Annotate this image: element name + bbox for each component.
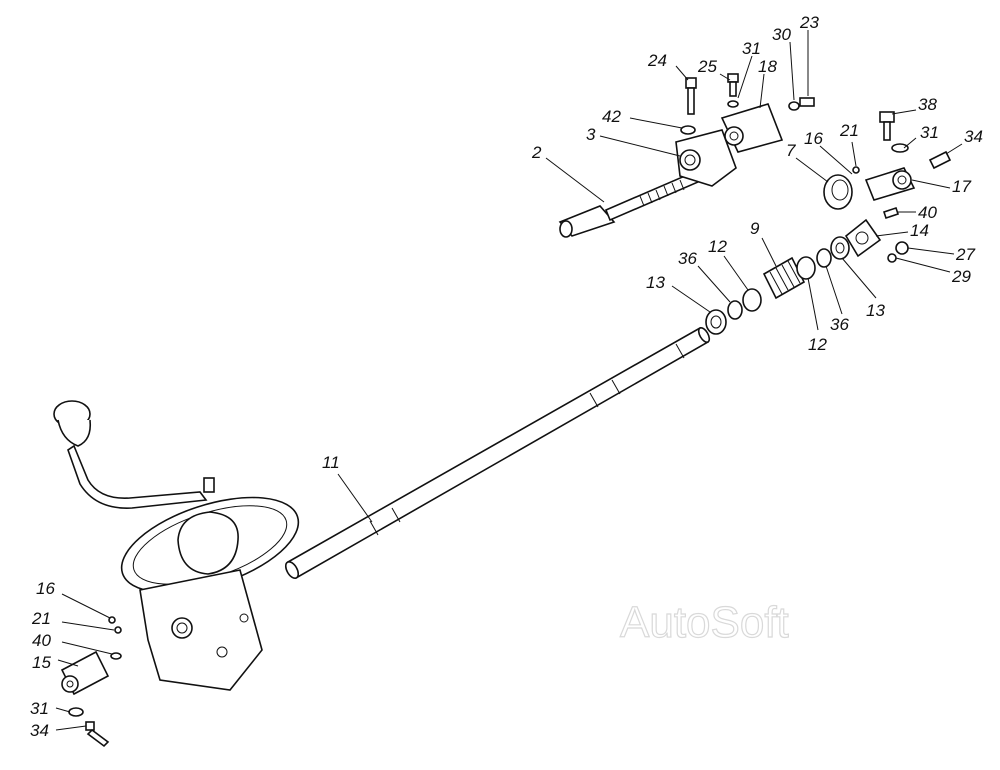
callout-2: 2 [531,143,542,162]
gear-lever-assembly [53,400,300,691]
washer-29 [887,253,897,263]
pin-21-lower [114,626,122,634]
callout-21: 21 [839,121,859,140]
callout-23: 23 [799,13,819,32]
shaft-11 [284,326,711,580]
washer-31-upper [891,143,909,153]
key-40-upper [882,206,900,220]
callout-27: 27 [955,245,975,264]
callout-12: 12 [708,237,727,256]
bushing-12-lower [742,288,762,312]
callout-31: 31 [30,699,49,718]
washer-13-upper [830,236,850,260]
part-17-joint [864,167,916,201]
callout-42: 42 [602,107,621,126]
bolt-23 [788,97,815,111]
callout-13: 13 [866,301,885,320]
callout-34: 34 [964,127,983,146]
part-7-cap [823,174,853,210]
bolt-38 [879,111,895,141]
callout-40: 40 [918,203,937,222]
watermark: AutoSoft [620,598,789,647]
bushing-12-upper [796,256,816,280]
spring-9 [762,256,806,300]
callout-24: 24 [647,51,667,70]
callout-9: 9 [750,219,760,238]
callout-18: 18 [758,57,777,76]
callout-36: 36 [678,249,697,268]
callout-7: 7 [786,141,796,160]
washer-13-lower [705,309,727,335]
callout-12: 12 [808,335,827,354]
key-40-lower [110,652,122,660]
callout-15: 15 [32,653,51,672]
callout-40: 40 [32,631,51,650]
leader-lines [55,30,963,731]
joint-15 [60,650,110,696]
callout-31: 31 [742,39,761,58]
callout-3: 3 [586,125,596,144]
callout-11: 11 [322,453,340,472]
callout-13: 13 [646,273,665,292]
callout-17: 17 [952,177,971,196]
callout-16: 16 [804,129,823,148]
callout-16: 16 [36,579,55,598]
callout-14: 14 [910,221,929,240]
callout-21: 21 [31,609,51,628]
callout-34: 34 [30,721,49,740]
part-3-housing [675,129,737,187]
screw-34-upper [928,150,952,170]
bolt-24 [685,77,697,115]
callout-25: 25 [697,57,717,76]
pin-16-lower [108,616,116,624]
callout-labels: 23 30 31 18 24 25 42 3 2 38 31 34 21 16 … [30,13,983,740]
part-18-bracket [720,103,784,153]
ring-36-lower [727,300,743,320]
ring-36-upper [816,248,832,268]
callout-30: 30 [772,25,791,44]
callout-38: 38 [918,95,937,114]
nut-27 [895,241,909,255]
bolt-25 [727,73,739,108]
screw-34-lower [85,721,110,748]
washer-42 [680,125,696,135]
gasket-14 [844,218,882,258]
pin-21-upper [852,166,860,174]
callout-31: 31 [920,123,939,142]
callout-36: 36 [830,315,849,334]
callout-29: 29 [951,267,971,286]
washer-31-lower [68,707,84,717]
part-2-rod [558,170,700,238]
